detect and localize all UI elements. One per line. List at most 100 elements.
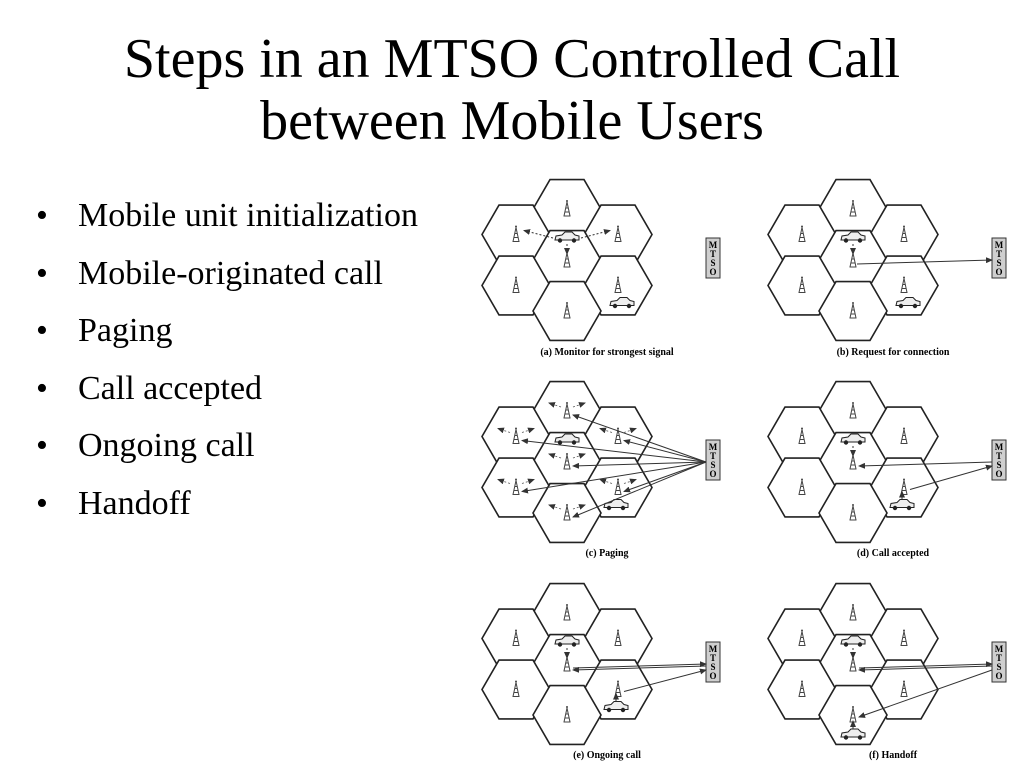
panel-caption: (f) Handoff xyxy=(869,750,918,761)
signal-arrow xyxy=(572,414,707,463)
signal-arrow xyxy=(858,665,993,673)
car-icon xyxy=(609,297,635,309)
panel-f: MTSO (f) Handoff xyxy=(767,582,1007,761)
mtso-letter: M xyxy=(709,442,718,452)
panel-caption: (d) Call accepted xyxy=(857,548,930,559)
bullet-dot: • xyxy=(36,254,48,292)
hexagon-cell xyxy=(767,457,837,518)
cell-tower-icon xyxy=(614,276,622,293)
cell-tower-icon xyxy=(512,478,520,495)
mtso-box: MTSO xyxy=(705,641,721,683)
mtso-letter: S xyxy=(996,258,1001,268)
slide-title-line-1: Steps in an MTSO Controlled Call xyxy=(123,28,901,90)
car-icon xyxy=(895,297,921,309)
hexagon-cell xyxy=(481,255,551,316)
bullet-text: Call accepted xyxy=(78,369,263,407)
mtso-letter: M xyxy=(709,644,718,654)
cell-tower-icon xyxy=(900,427,908,444)
panel-caption: (c) Paging xyxy=(585,548,628,559)
mtso-letter: M xyxy=(995,442,1004,452)
bullet-dot: • xyxy=(36,369,48,407)
signal-arrow xyxy=(521,461,707,494)
mtso-letter: O xyxy=(995,267,1002,277)
mtso-letter: S xyxy=(996,662,1001,672)
cell-tower-icon xyxy=(563,706,571,723)
car-icon xyxy=(840,433,866,445)
slide-title: Steps in an MTSO Controlled Call between… xyxy=(0,28,1024,152)
bullet-item: • Mobile-originated call xyxy=(36,245,418,303)
bullet-item: • Paging xyxy=(36,302,418,360)
car-icon xyxy=(840,231,866,243)
cell-tower-icon xyxy=(563,302,571,319)
hexagon-cell xyxy=(532,482,602,544)
panel-b: MTSO(b) Request for connection xyxy=(767,178,1007,358)
signal-arrow xyxy=(572,665,707,673)
cell-tower-icon xyxy=(798,427,806,444)
bullet-dot: • xyxy=(36,484,48,522)
mtso-letter: S xyxy=(710,460,715,470)
signal-arrow xyxy=(856,257,993,265)
mtso-letter: T xyxy=(710,451,716,461)
bullet-item: •Mobile unit initialization xyxy=(36,187,418,245)
bullet-text: Mobile-originated call xyxy=(78,254,383,292)
cell-tower-icon xyxy=(563,504,571,521)
bullet-item: • Call accepted xyxy=(36,360,418,418)
mtso-letter: T xyxy=(996,653,1002,663)
cell-tower-icon xyxy=(563,402,571,419)
hexagon-cell xyxy=(532,280,602,342)
signal-arrow xyxy=(623,439,707,463)
signal-arrow xyxy=(572,661,707,669)
panel-d: MTSO(d) Call accepted xyxy=(767,380,1007,559)
bullet-dot: • xyxy=(36,427,48,464)
car-icon xyxy=(554,635,580,647)
signal-arrow xyxy=(521,438,707,463)
bullet-text: Handoff xyxy=(78,484,191,522)
hexagon-cell xyxy=(818,684,888,746)
cell-tower-icon xyxy=(512,680,520,697)
bullet-dot: • xyxy=(36,312,48,349)
signal-arrow xyxy=(623,668,707,692)
cell-tower-icon xyxy=(798,478,806,495)
car-icon xyxy=(603,701,629,713)
bullet-item: • Ongoing call xyxy=(36,417,418,475)
cell-tower-icon xyxy=(563,200,571,217)
cell-tower-icon xyxy=(900,276,908,293)
mtso-box: MTSO xyxy=(991,641,1007,683)
bullet-text: Paging xyxy=(78,312,173,349)
mtso-letter: O xyxy=(995,671,1002,681)
cell-tower-icon xyxy=(614,427,622,444)
car-icon xyxy=(840,728,866,740)
hexagon-cell xyxy=(818,482,888,544)
mtso-letter: T xyxy=(710,653,716,663)
cell-tower-icon xyxy=(512,629,520,646)
mtso-letter: O xyxy=(709,267,716,277)
mtso-letter: O xyxy=(995,469,1002,479)
cell-tower-icon xyxy=(512,276,520,293)
signal-arrow xyxy=(580,229,611,239)
mtso-letter: M xyxy=(709,240,718,250)
cell-tower-icon xyxy=(900,629,908,646)
cell-tower-icon xyxy=(798,276,806,293)
hexagon-cell xyxy=(767,255,837,316)
cell-tower-icon xyxy=(900,225,908,242)
panel-c: MTSO (c) Paging xyxy=(481,380,721,559)
hexagon-cell xyxy=(481,457,551,518)
hexagon-cell xyxy=(818,280,888,342)
mtso-box: MTSO xyxy=(705,439,721,481)
cell-tower-icon xyxy=(849,504,857,521)
bullet-text: Ongoing call xyxy=(78,427,255,464)
cell-tower-icon xyxy=(798,680,806,697)
mtso-letter: S xyxy=(710,258,715,268)
mtso-letter: T xyxy=(710,249,716,259)
car-icon xyxy=(840,635,866,647)
signal-arrow xyxy=(523,229,554,239)
panel-caption: (b) Request for connection xyxy=(837,347,950,358)
cell-tower-icon xyxy=(614,478,622,495)
cell-tower-icon xyxy=(798,629,806,646)
cell-tower-icon xyxy=(849,706,857,723)
hexagon-cell xyxy=(532,684,602,746)
bullet-text: Mobile unit initialization xyxy=(78,197,418,234)
panel-caption: (e) Ongoing call xyxy=(573,750,641,761)
cell-tower-icon xyxy=(614,629,622,646)
